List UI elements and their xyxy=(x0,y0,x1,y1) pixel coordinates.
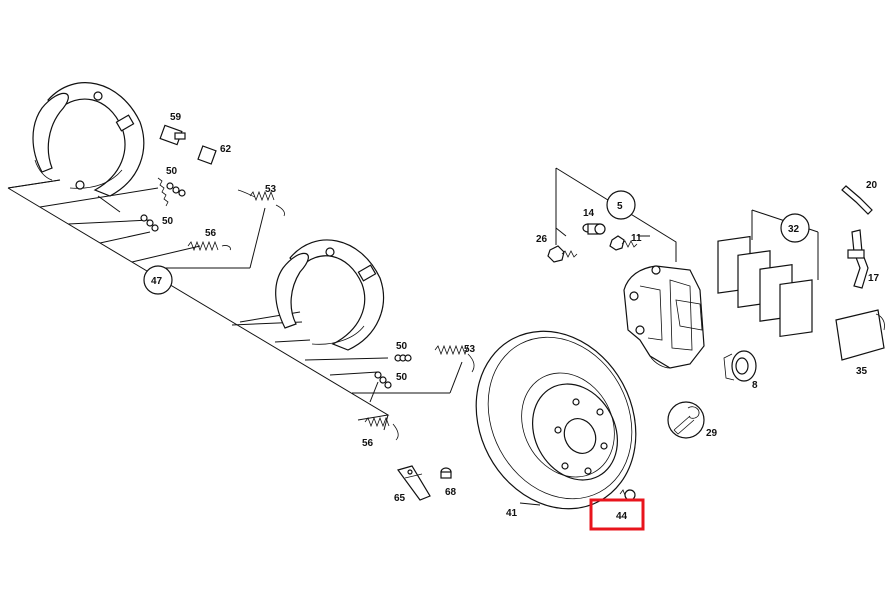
label-5: 5 xyxy=(617,201,623,212)
spring-50d xyxy=(374,371,392,389)
label-53-2: 53 xyxy=(464,344,476,355)
label-65: 65 xyxy=(394,493,406,504)
wrench-icon-29 xyxy=(667,401,705,439)
part-65-lever xyxy=(397,465,431,501)
callout-circle-47 xyxy=(143,265,173,295)
label-50-3: 50 xyxy=(396,341,408,352)
label-56-2: 56 xyxy=(362,438,374,449)
caliper-5 xyxy=(623,265,705,369)
brake-shoe-lower xyxy=(275,239,384,351)
spring-56a xyxy=(187,240,231,252)
label-14: 14 xyxy=(583,208,595,219)
part-62-plug xyxy=(197,145,217,165)
spring-50c xyxy=(394,354,412,362)
callout-circle-5 xyxy=(606,190,636,220)
label-68: 68 xyxy=(445,487,457,498)
label-56-1: 56 xyxy=(205,228,217,239)
spring-56b xyxy=(364,416,399,441)
label-29: 29 xyxy=(706,428,718,439)
label-20: 20 xyxy=(866,180,878,191)
label-53-1: 53 xyxy=(265,184,277,195)
spring-50b xyxy=(140,214,159,232)
bolt-11 xyxy=(609,235,638,251)
label-35: 35 xyxy=(856,366,868,377)
spring-53a xyxy=(237,189,285,217)
label-41: 41 xyxy=(506,508,518,519)
label-44: 44 xyxy=(616,511,628,522)
callout-circle-32 xyxy=(780,213,810,243)
label-8: 8 xyxy=(752,380,758,391)
sleeve-14 xyxy=(582,223,606,235)
highlight-box-44[interactable] xyxy=(589,498,645,531)
label-47: 47 xyxy=(151,276,163,287)
bolt-26 xyxy=(547,245,578,263)
brake-disc-41 xyxy=(475,330,637,510)
brake-pads-32 xyxy=(717,235,813,338)
screw-44 xyxy=(619,488,636,501)
label-17: 17 xyxy=(868,273,880,284)
label-32: 32 xyxy=(788,224,800,235)
brake-shoe-upper xyxy=(32,82,145,197)
label-11: 11 xyxy=(631,233,642,244)
label-26: 26 xyxy=(536,234,548,245)
label-62: 62 xyxy=(220,144,232,155)
spring-53b xyxy=(434,344,475,373)
part-59-adjuster xyxy=(159,124,186,146)
leader-lines-left xyxy=(7,179,463,431)
pin-20 xyxy=(841,185,873,215)
shim-35 xyxy=(835,309,885,361)
label-59: 59 xyxy=(170,112,182,123)
label-50-2: 50 xyxy=(162,216,174,227)
bushing-8 xyxy=(723,350,757,382)
spring-50a xyxy=(157,177,186,207)
label-50-4: 50 xyxy=(396,372,408,383)
label-50-1: 50 xyxy=(166,166,178,177)
clip-17 xyxy=(847,229,869,289)
part-68-pin xyxy=(440,467,452,479)
